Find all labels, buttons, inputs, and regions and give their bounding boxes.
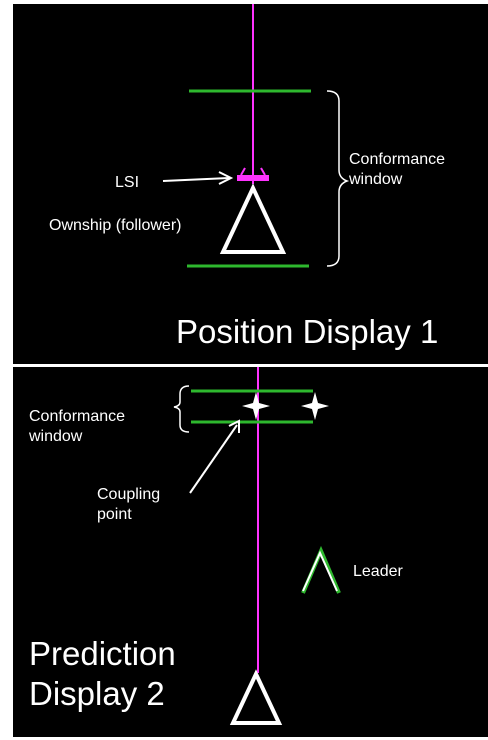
ownship-triangle-icon — [219, 183, 287, 254]
coupling-point-star-icon — [242, 392, 270, 420]
prediction-display-graphic — [173, 367, 341, 725]
ownship-triangle-icon — [229, 669, 283, 725]
position-display-panel: LSI Ownship (follower) Conformance windo… — [13, 4, 488, 364]
coupling-point-label: Coupling point — [97, 486, 161, 523]
lsi-arrowhead — [218, 171, 234, 185]
lsi-marker — [237, 175, 269, 181]
prediction-display-panel: Conformance window Coupling point Leader… — [13, 367, 488, 737]
coupling-point-arrowhead — [228, 419, 240, 433]
leader-label: Leader — [353, 563, 403, 580]
lsi-marker-tick-right — [260, 167, 266, 176]
conformance-window-label: Conformance window — [349, 151, 446, 188]
lsi-arrow — [162, 177, 230, 182]
ownship-label: Ownship (follower) — [49, 217, 182, 234]
conformance-window-label: Conformance window — [29, 408, 126, 445]
position-display-title: Position Display 1 — [176, 313, 439, 350]
prediction-point-star-icon — [301, 392, 329, 420]
coupling-point-arrow — [189, 424, 238, 494]
leader-chevron-icon — [302, 550, 338, 592]
conformance-window-bracket — [173, 385, 190, 433]
position-display-graphic — [162, 4, 350, 268]
prediction-display-title: Prediction Display 2 — [29, 635, 176, 712]
lsi-marker-tick-left — [240, 167, 246, 176]
conformance-window-bracket — [326, 90, 350, 267]
lsi-label: LSI — [115, 174, 140, 191]
